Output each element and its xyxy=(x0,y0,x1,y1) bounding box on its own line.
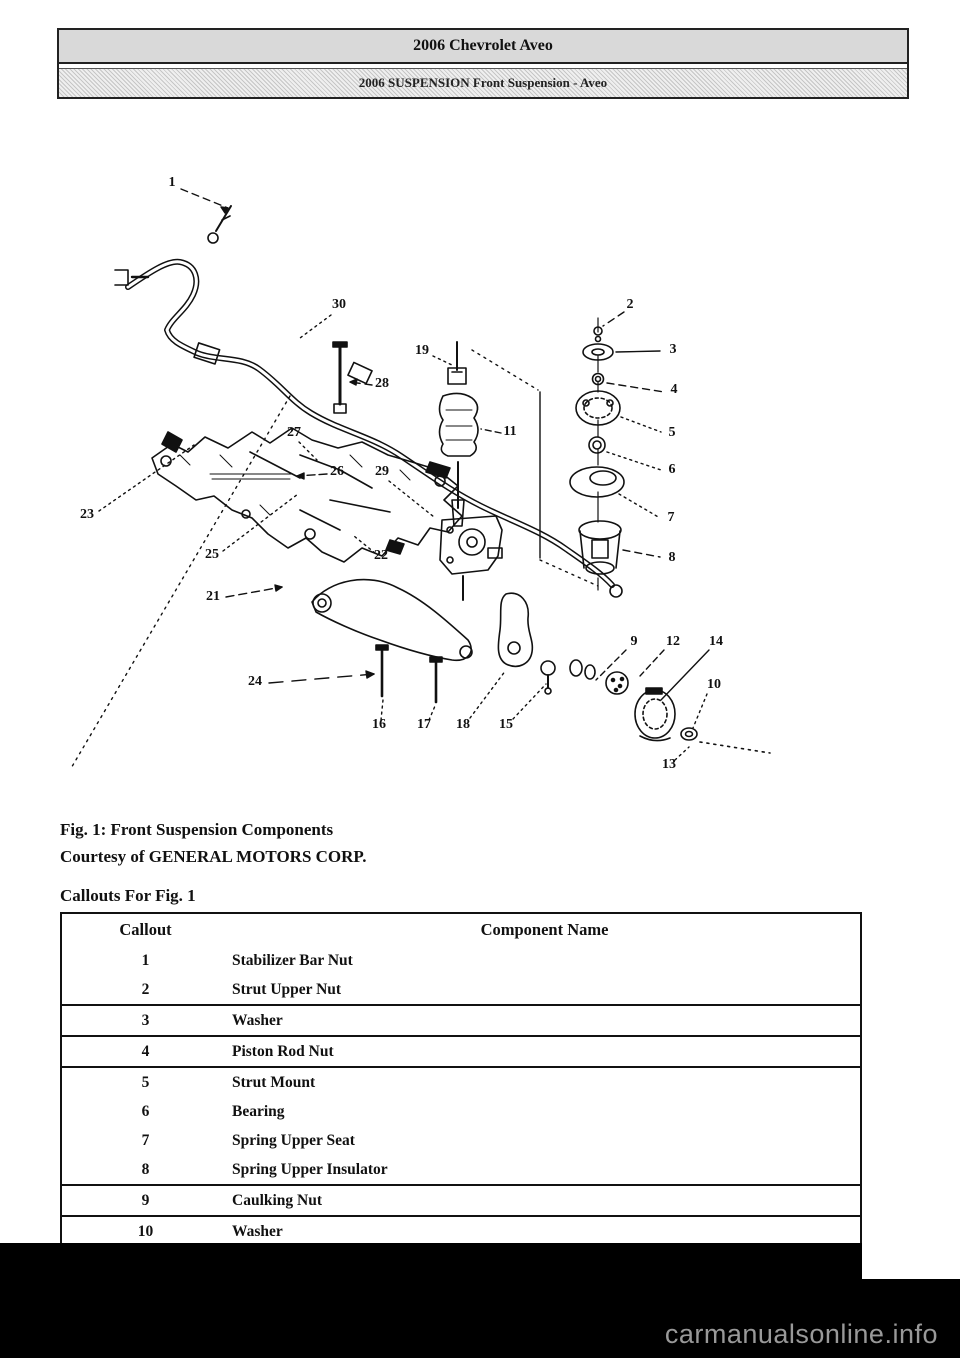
callout-number-cell: 5 xyxy=(141,1073,150,1091)
component-name-cell: Bearing xyxy=(232,1102,285,1120)
vehicle-title: 2006 Chevrolet Aveo xyxy=(59,28,907,64)
figure-caption-credit: Courtesy of GENERAL MOTORS CORP. xyxy=(60,847,367,866)
component-name-cell: Piston Rod Nut xyxy=(232,1042,334,1060)
leader-lines xyxy=(98,188,710,761)
component-name-cell: Stabilizer Bar Nut xyxy=(232,951,353,969)
callout-label-1: 1 xyxy=(169,175,176,190)
callout-label-18: 18 xyxy=(456,717,470,732)
callout-label-25: 25 xyxy=(205,547,219,562)
callout-label-29: 29 xyxy=(375,464,389,479)
table-row: 4 Piston Rod Nut xyxy=(61,1036,861,1067)
callout-number-cell: 3 xyxy=(141,1011,150,1029)
callout-label-13: 13 xyxy=(662,757,676,772)
watermark-text: carmanualsonline.info xyxy=(664,1319,938,1349)
callout-label-19: 19 xyxy=(415,343,429,358)
callout-label-21: 21 xyxy=(206,589,220,604)
callout-number-cell: 4 xyxy=(141,1042,150,1060)
footer-notch xyxy=(862,1243,960,1279)
callout-label-8: 8 xyxy=(669,550,676,565)
callouts-heading: Callouts For Fig. 1 xyxy=(60,886,196,905)
callout-label-24: 24 xyxy=(248,674,262,689)
table-row: 9 Caulking Nut xyxy=(61,1185,861,1216)
callout-number-cell: 9 xyxy=(141,1191,150,1209)
callout-number-cell: 8 xyxy=(141,1160,150,1178)
callout-label-9: 9 xyxy=(631,634,638,649)
strut-art xyxy=(438,341,503,601)
column-header-component-name: Component Name xyxy=(480,920,609,939)
component-name-cell: Washer xyxy=(232,1222,283,1240)
callout-label-7: 7 xyxy=(668,510,675,525)
strut-mount-stack-art xyxy=(569,317,625,591)
subframe-art xyxy=(151,427,463,563)
callout-label-11: 11 xyxy=(503,424,516,439)
callout-number-cell: 1 xyxy=(141,951,150,969)
column-header-callout: Callout xyxy=(119,920,172,939)
header-divider xyxy=(59,64,907,68)
table-row: 2 Strut Upper Nut xyxy=(61,975,861,1005)
callout-label-10: 10 xyxy=(707,677,721,692)
callout-label-14: 14 xyxy=(709,634,723,649)
footer-bar: carmanualsonline.info xyxy=(0,1243,960,1358)
callout-label-30: 30 xyxy=(332,297,346,312)
bracket-lines xyxy=(471,349,599,587)
callout-label-15: 15 xyxy=(499,717,513,732)
figure-caption-title: Fig. 1: Front Suspension Components xyxy=(60,820,334,839)
component-name-cell: Strut Upper Nut xyxy=(232,980,342,998)
stabilizer-bar-art xyxy=(114,205,623,598)
callout-label-2: 2 xyxy=(627,297,634,312)
callout-label-17: 17 xyxy=(417,717,431,732)
callout-label-6: 6 xyxy=(669,462,676,477)
table-row: 7 Spring Upper Seat xyxy=(61,1126,861,1155)
component-name-cell: Caulking Nut xyxy=(232,1191,323,1209)
section-subtitle: 2006 SUSPENSION Front Suspension - Aveo xyxy=(59,68,907,99)
table-row: 3 Washer xyxy=(61,1005,861,1036)
callout-label-16: 16 xyxy=(372,717,386,732)
component-name-cell: Washer xyxy=(232,1011,283,1029)
callout-label-12: 12 xyxy=(666,634,680,649)
construction-line xyxy=(69,395,291,771)
component-name-cell: Spring Upper Seat xyxy=(232,1131,355,1149)
callout-label-4: 4 xyxy=(671,382,678,397)
callout-number-cell: 7 xyxy=(141,1131,150,1149)
table-header-row: Callout Component Name xyxy=(61,913,861,946)
callout-label-22: 22 xyxy=(374,548,388,563)
callout-label-5: 5 xyxy=(669,425,676,440)
callout-number-cell: 6 xyxy=(141,1102,150,1120)
callout-label-23: 23 xyxy=(80,507,94,522)
component-name-cell: Spring Upper Insulator xyxy=(232,1160,388,1178)
control-arm-art xyxy=(311,578,473,704)
table-row: 6 Bearing xyxy=(61,1097,861,1126)
callout-number-cell: 10 xyxy=(137,1222,154,1240)
callout-label-27: 27 xyxy=(287,425,301,440)
page-header: 2006 Chevrolet Aveo 2006 SUSPENSION Fron… xyxy=(57,28,909,99)
callout-label-26: 26 xyxy=(330,464,344,479)
callout-label-28: 28 xyxy=(375,376,389,391)
callout-number-cell: 2 xyxy=(141,980,150,998)
callouts-table: Callout Component Name 1 Stabilizer Bar N… xyxy=(60,912,862,1263)
knuckle-hub-art xyxy=(497,592,771,754)
table-row: 5 Strut Mount xyxy=(61,1067,861,1097)
callout-label-3: 3 xyxy=(670,342,677,357)
table-row: 1 Stabilizer Bar Nut xyxy=(61,946,861,975)
figure-caption: Fig. 1: Front Suspension Components Cour… xyxy=(60,816,367,870)
component-name-cell: Strut Mount xyxy=(232,1073,316,1091)
table-row: 8 Spring Upper Insulator xyxy=(61,1155,861,1185)
